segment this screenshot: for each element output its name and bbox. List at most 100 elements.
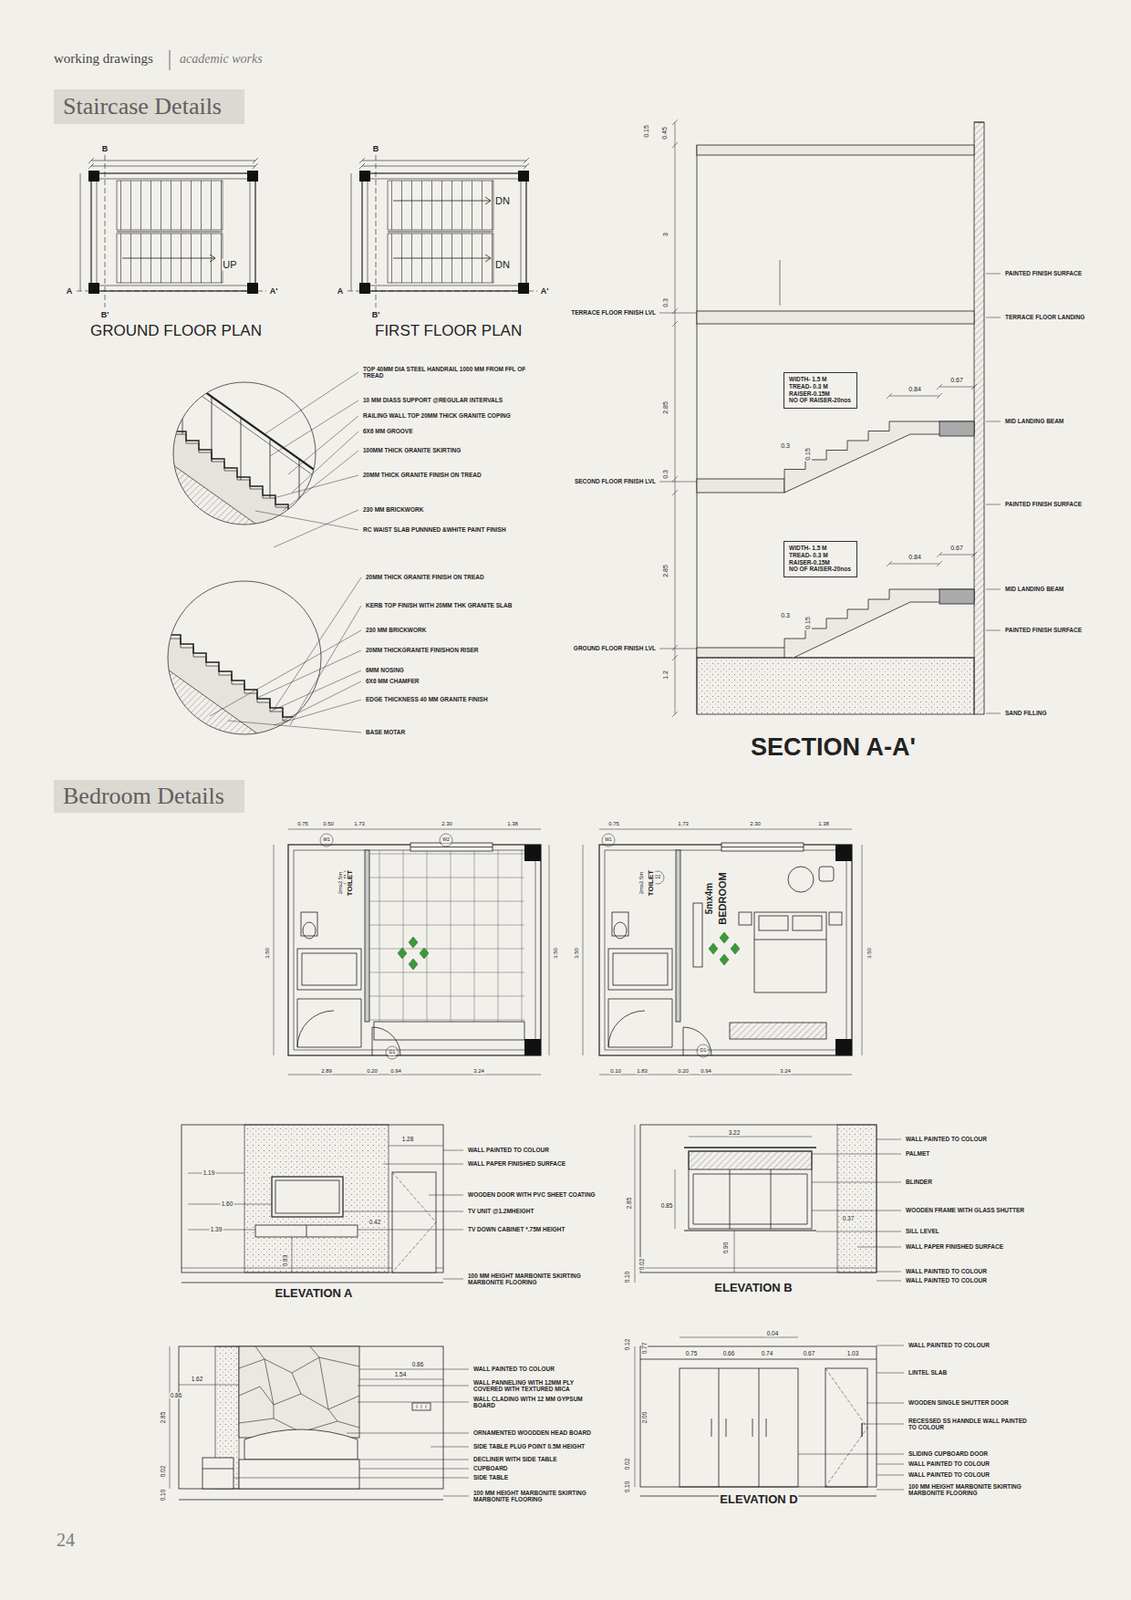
callout-text: EDGE THICKNESS 40 MM GRANITE FINISH: [364, 695, 489, 703]
annotation-text: 0.74: [760, 1349, 775, 1357]
sheet-title: working drawings: [52, 51, 155, 67]
annotation-text: 0.3: [779, 442, 791, 450]
callout-text: BLINDER: [904, 1178, 934, 1185]
annotation-text: 0.02: [623, 1457, 631, 1472]
annotation-text: PAINTED FINISH SURFACE: [1004, 269, 1083, 277]
callout-text: 100 MM HEIGHT MARBONITE SKIRTING MARBONI…: [907, 1483, 1038, 1497]
band-title: Bedroom Details: [62, 784, 225, 809]
annotation-text: 0.12: [623, 1338, 631, 1352]
annotation-text: 1.83: [635, 1068, 649, 1075]
annotation-text: B: [372, 144, 381, 154]
callout-text: RC WAIST SLAB PUNNNED &WHITE PAINT FINIS…: [362, 526, 508, 533]
annotation-text: 0.02: [638, 1257, 645, 1272]
annotation-text: 2mx2.5m: [638, 871, 645, 896]
callout-text: SILL LEVEL: [904, 1227, 941, 1235]
annotation-text: 0.86: [411, 1360, 426, 1368]
callout-text: 230 MM BRICKWORK: [362, 506, 425, 513]
annotation-text: 2.30: [440, 820, 454, 828]
annotation-text: 1.62: [190, 1375, 205, 1382]
annotation-text: 3.50: [866, 946, 873, 960]
annotation-text: 3.24: [472, 1068, 486, 1075]
annotation-text: 2.85: [625, 1196, 633, 1211]
callout-text: WALL PAINTED TO COLOUR: [466, 1146, 550, 1153]
annotation-text: 2.85: [662, 563, 670, 579]
annotation-text: 2.30: [748, 820, 762, 828]
tread-detail: [155, 577, 362, 876]
annotation-text: 0.90: [722, 1241, 729, 1256]
annotation-text: 0.75: [296, 820, 310, 828]
annotation-text: 2.85: [159, 1411, 167, 1425]
annotation-text: ELEVATION B: [713, 1281, 793, 1296]
annotation-text: 0.04: [766, 1329, 780, 1337]
annotation-text: 0.86: [169, 1391, 184, 1399]
annotation-text: B': [371, 310, 382, 320]
callout-text: CUPBOARD: [472, 1464, 509, 1472]
callout-text: TV UNIT @1.2MHEIGHT: [466, 1207, 535, 1215]
annotation-text: 3.50: [552, 946, 560, 960]
annotation-text: 0.77: [641, 1341, 648, 1356]
spec-line: NO OF RAISER-20nos: [788, 396, 852, 405]
annotation-text: 3.50: [264, 946, 271, 960]
annotation-text: 0.85: [660, 1202, 675, 1209]
annotation-text: 0.02: [159, 1464, 167, 1479]
stair-plan: [347, 155, 538, 308]
spec-line: WIDTH- 1.5 M: [788, 375, 852, 384]
annotation-text: 1.38: [506, 820, 519, 828]
annotation-text: B': [100, 310, 111, 320]
annotation-text: W2: [441, 837, 451, 843]
annotation-text: BEDROOM: [716, 871, 729, 925]
annotation-text: 0.66: [722, 1349, 737, 1357]
band-title: Staircase Details: [62, 94, 222, 119]
section-band: Bedroom Details: [53, 779, 245, 813]
annotation-text: 0.3: [662, 468, 670, 480]
annotation-text: 3.24: [778, 1068, 792, 1075]
callout-text: PALMET: [904, 1150, 931, 1157]
spec-line: TREAD- 0.3 M: [788, 551, 852, 560]
annotation-text: 1.19: [202, 1169, 217, 1176]
callout-text: DECLINER WITH SIDE TABLE: [472, 1455, 559, 1463]
elevation-b: [634, 1124, 902, 1283]
annotation-text: 1.60: [220, 1200, 235, 1207]
spec-line: WIDTH- 1.5 M: [788, 544, 852, 552]
annotation-text: 0.20: [365, 1068, 379, 1075]
callout-text: KERB TOP FINISH WITH 20MM THK GRANITE SL…: [364, 601, 513, 609]
annotation-text: 1.39: [209, 1225, 224, 1233]
annotation-text: 0.15: [804, 446, 812, 462]
annotation-text: 0.67: [949, 376, 965, 384]
callout-text: WOODEN DOOR WITH PVC SHEET COATING: [466, 1191, 597, 1198]
callout-text: 6X6 MM GROOVE: [362, 427, 415, 435]
annotation-text: DN: [494, 195, 511, 208]
callout-text: BASE MOTAR: [364, 728, 406, 736]
header-divider: [169, 50, 171, 71]
annotation-text: 3.22: [727, 1129, 742, 1136]
annotation-text: 24: [55, 1529, 76, 1551]
bedroom-plan: [273, 829, 550, 1075]
callout-text: 20MM THICKGRANITE FINISHON RISER: [364, 646, 480, 654]
annotation-text: 0.10: [623, 1270, 631, 1285]
elevation-a: [181, 1124, 464, 1283]
annotation-text: TERRACE FLOOR LANDING: [1004, 313, 1086, 321]
callout-text: WALL PAINTED TO COLOUR: [904, 1267, 988, 1275]
annotation-text: TOILET: [646, 869, 655, 897]
annotation-text: 5mx4m: [704, 881, 716, 915]
callout-text: WALL PANNELING WITH 12MM PLY COVERED WIT…: [472, 1379, 602, 1393]
annotation-text: ELEVATION A: [274, 1286, 354, 1301]
annotation-text: SAND FILLING: [1004, 709, 1048, 716]
annotation-text: 0.42: [368, 1218, 383, 1225]
annotation-text: GROUND FLOOR FINISH LVL: [572, 644, 657, 652]
callout-text: SIDE TABLE: [472, 1473, 509, 1481]
callout-text: 10 MM DIASS SUPPORT @REGULAR INTERVALS: [362, 396, 504, 404]
callout-text: TOP 40MM DIA STEEL HANDRAIL 1000 MM FROM…: [362, 365, 529, 380]
annotation-text: 0.15: [804, 615, 812, 631]
callout-text: WALL PAPER FINISHED SURFACE: [466, 1160, 567, 1167]
annotation-text: 1.73: [352, 820, 366, 828]
spec-box: WIDTH- 1.5 MTREAD- 0.3 MRAISER-0.15MNO O…: [783, 372, 858, 409]
annotation-text: 0.10: [609, 1068, 623, 1075]
spec-box: WIDTH- 1.5 MTREAD- 0.3 MRAISER-0.15MNO O…: [783, 540, 858, 578]
callout-text: ORNAMENTED WOODDEN HEAD BOARD: [472, 1429, 592, 1436]
annotation-text: 0.84: [907, 553, 923, 561]
annotation-text: W1: [603, 837, 613, 843]
callout-text: TV DOWN CABINET *.75M HEIGHT: [466, 1225, 567, 1233]
annotation-text: 0.10: [623, 1480, 631, 1495]
annotation-text: FIRST FLOOR PLAN: [373, 321, 523, 341]
